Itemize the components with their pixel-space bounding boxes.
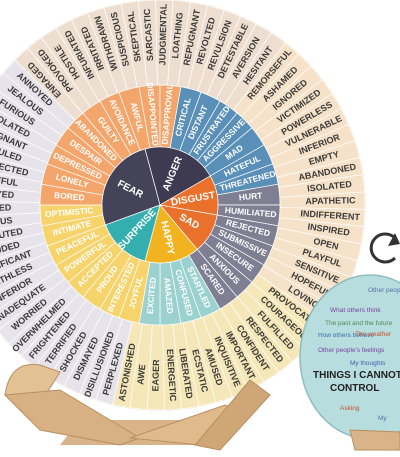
card-phrase: Other people's actions: [368, 287, 400, 294]
control-card: THINGS I CANNOT CONTROL Other people's a…: [299, 274, 400, 451]
outer-emotion-label: SARCASTIC: [142, 8, 155, 62]
outer-emotion-label: ENERGETIC: [165, 349, 178, 403]
wooden-stand-front: [3, 363, 271, 451]
card-phrase: What others think: [330, 307, 381, 314]
card-phrase: Other people's feelings: [318, 347, 385, 354]
outer-emotion-label: AWE: [135, 364, 147, 385]
outer-emotion-label: APATHETIC: [305, 195, 356, 206]
mid-emotion-label: HURT: [238, 190, 263, 202]
mid-emotion-label: AMAZED: [162, 277, 175, 314]
emotion-wheel: ENRAGEDPROVOKEDHOSTILEINFURIATEDIRRITATE…: [0, 0, 366, 411]
core-wedge: [101, 148, 161, 226]
card-phrase: The past and the future: [325, 320, 393, 327]
mid-emotion-label: HUMILIATED: [224, 205, 276, 219]
card-phrase: Asking: [340, 405, 360, 412]
card-phrase: My thoughts: [350, 360, 386, 367]
card-title-line2: CONTROL: [330, 383, 379, 394]
outer-emotion-label: INDIFFERENT: [300, 208, 361, 222]
outer-emotion-label: ISOLATED: [307, 179, 353, 194]
mid-emotion-label: OPTIMISTIC: [45, 205, 94, 219]
outer-emotion-label: EAGER: [150, 359, 161, 392]
mid-emotion-label: EXCITED: [145, 277, 158, 315]
outer-emotion-label: JUDGMENTAL: [157, 3, 168, 66]
card-title-line1: THINGS I CANNOT: [313, 370, 400, 381]
outer-emotion-label: BETRAYED: [0, 187, 15, 200]
outer-emotion-label: LOATHING: [170, 12, 185, 59]
card-phrase: How others behave: [318, 332, 374, 339]
card-phrase: My: [378, 415, 387, 422]
rotate-arrow-icon: [369, 232, 400, 264]
outer-emotion-label: EXPOSED: [0, 203, 12, 214]
card-phrase: The weather: [355, 331, 392, 338]
mid-emotion-label: BORED: [54, 190, 85, 203]
